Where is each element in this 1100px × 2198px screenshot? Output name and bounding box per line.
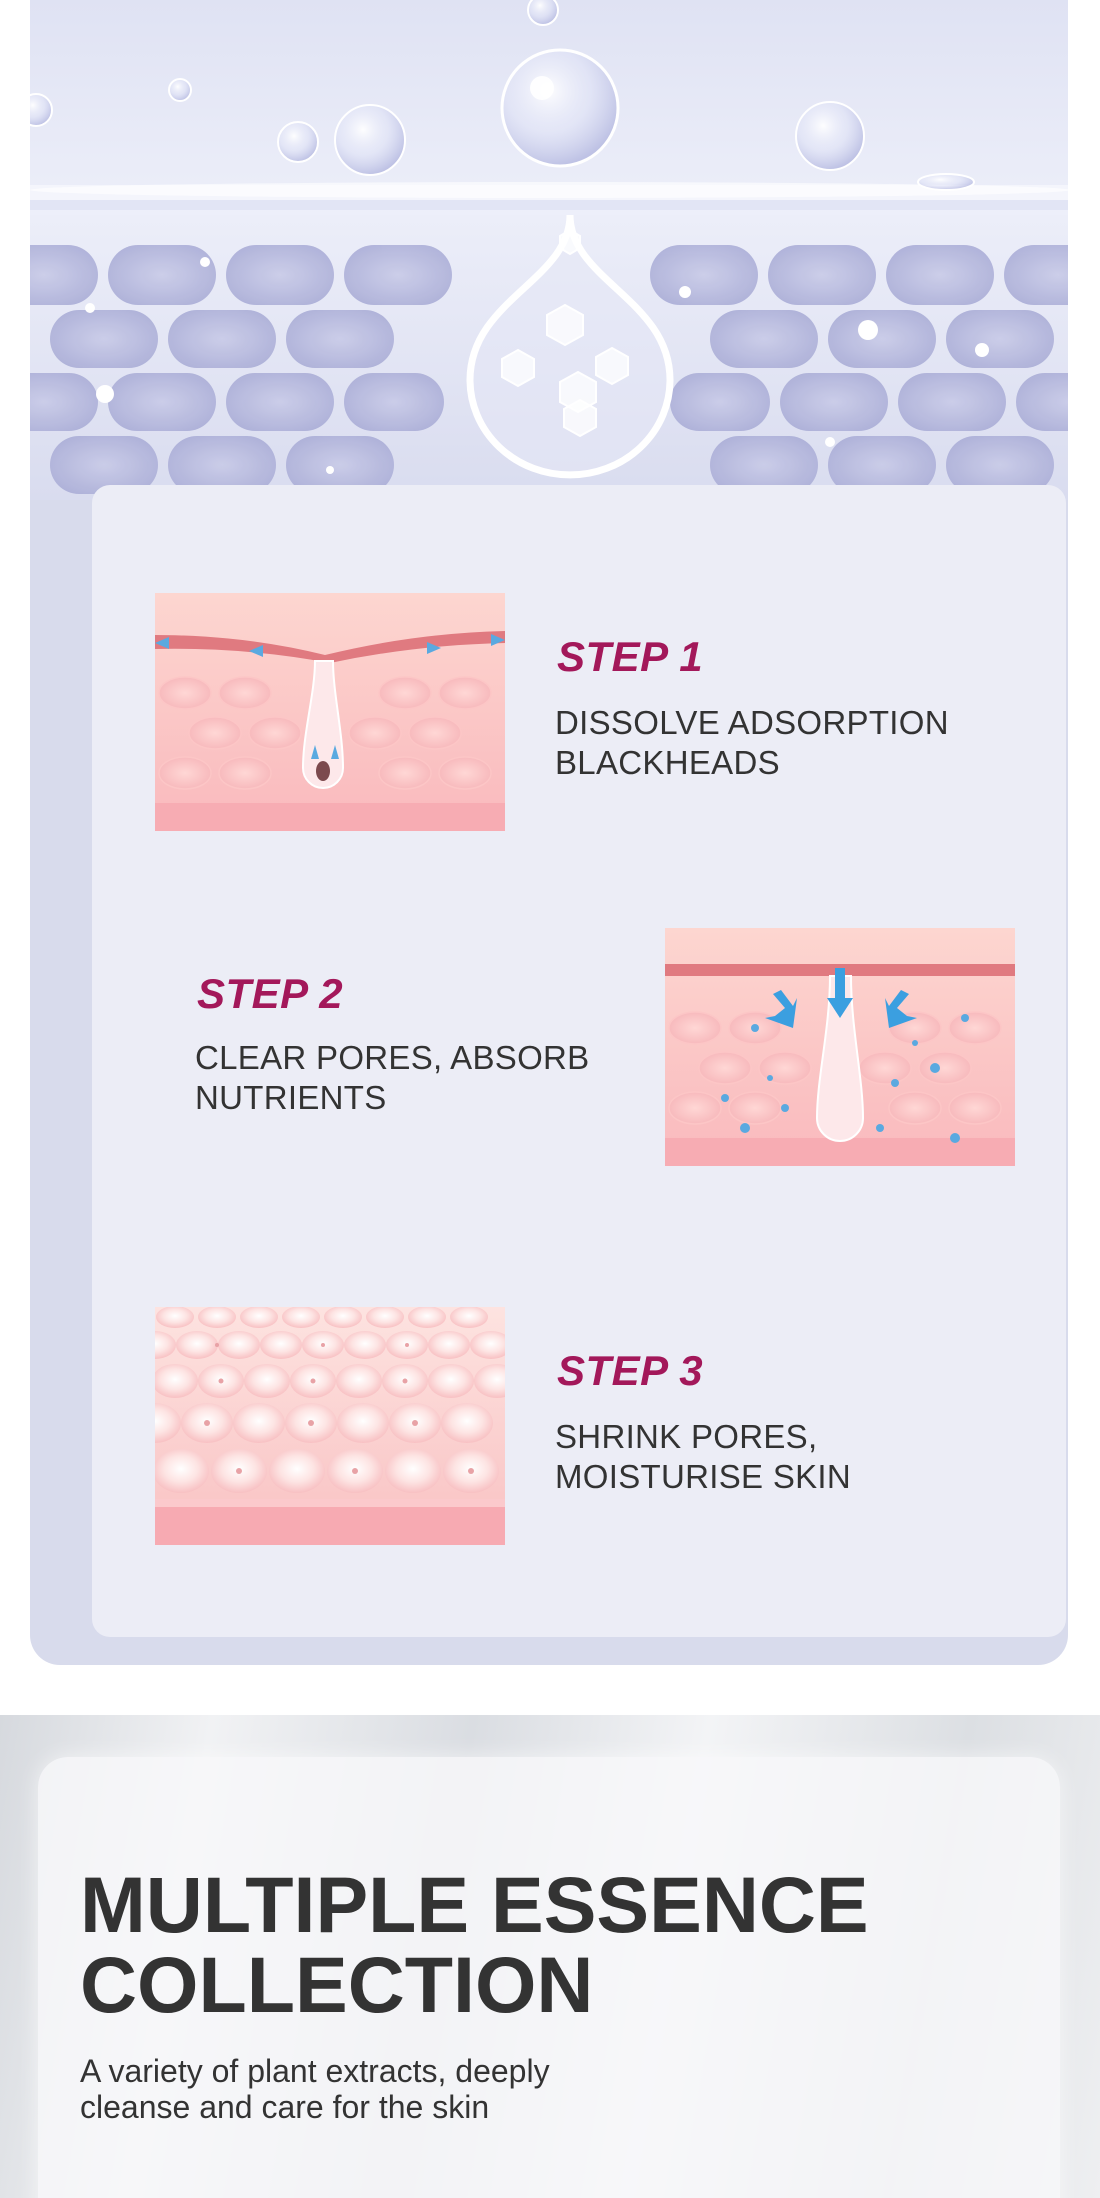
steps-card: STEP 1 DISSOLVE ADSORPTION BLACKHEADS ST… — [92, 485, 1066, 1637]
essence-collection-card — [38, 1757, 1060, 2198]
skin-science-panel: STEP 1 DISSOLVE ADSORPTION BLACKHEADS ST… — [30, 0, 1068, 1665]
step-1-description: DISSOLVE ADSORPTION BLACKHEADS — [555, 704, 949, 781]
skin-cells-hero-illustration — [30, 0, 1068, 500]
step-1: STEP 1 DISSOLVE ADSORPTION BLACKHEADS — [92, 485, 1066, 845]
step-3-description: SHRINK PORES, MOISTURISE SKIN — [555, 1418, 852, 1495]
collection-subtext: A variety of plant extracts, deeply clea… — [80, 2053, 550, 2125]
pore-absorb-illustration — [665, 928, 1015, 1166]
step-2-title: STEP 2 — [197, 970, 344, 1017]
step-3-title: STEP 3 — [557, 1347, 704, 1394]
shrunk-pores-illustration — [155, 1307, 505, 1545]
blackhead-dissolve-illustration — [155, 593, 505, 831]
step-3: STEP 3 SHRINK PORES, MOISTURISE SKIN — [92, 1175, 1066, 1605]
step-2-description: CLEAR PORES, ABSORB NUTRIENTS — [195, 1039, 590, 1116]
collection-heading: MULTIPLE ESSENCE COLLECTION — [80, 1860, 869, 2029]
step-1-title: STEP 1 — [557, 633, 704, 680]
essence-collection-section: MULTIPLE ESSENCE COLLECTION A variety of… — [0, 1715, 1100, 2198]
step-2: STEP 2 CLEAR PORES, ABSORB NUTRIENTS — [92, 845, 1066, 1175]
